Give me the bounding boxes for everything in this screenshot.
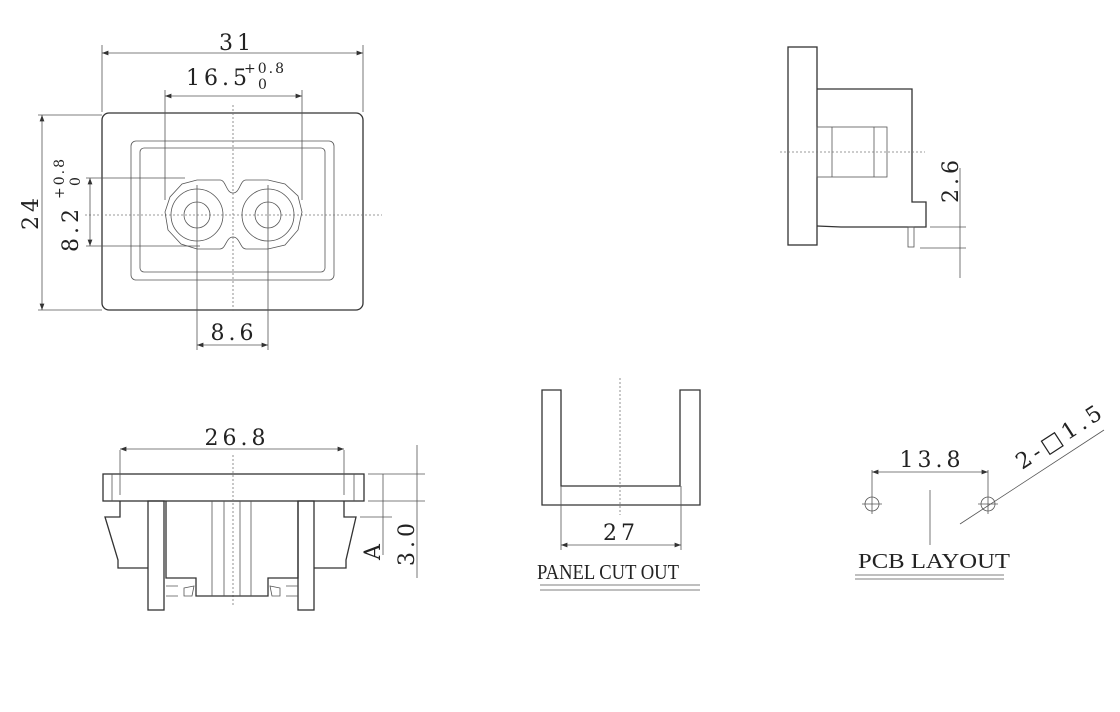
bottom-view: 26.8 A 3.0	[102, 426, 425, 611]
side-body	[816, 88, 927, 228]
hole-spec: 2-□1.5	[1012, 399, 1111, 475]
dim-pin-length: 2.6	[939, 156, 964, 203]
dim-pin-height-tol-upper: +0.8	[52, 157, 68, 199]
dim-flange-width: 26.8	[205, 426, 270, 451]
left-leg	[147, 500, 165, 611]
pcb-layout-view: 13.8 2-□1.5 PCB LAYOUT	[855, 399, 1111, 580]
pcb-layout-title: PCB LAYOUT	[858, 549, 1010, 573]
dim-pin-pitch: 8.6	[211, 321, 258, 346]
label-a: A	[361, 540, 386, 561]
socket-outline	[164, 179, 303, 250]
side-view: 2.6	[780, 46, 966, 278]
side-pin	[907, 226, 915, 248]
dim-pin-height-tol-lower: 0	[68, 175, 84, 186]
dim-pin-span-tol-upper: +0.8	[244, 61, 286, 77]
dim-depth: 3.0	[395, 519, 420, 566]
inner-recess	[139, 147, 326, 273]
dim-height: 24	[19, 194, 44, 230]
inner-frame	[130, 140, 335, 281]
side-flange	[787, 46, 818, 246]
dim-pin-span: 16.5	[186, 66, 251, 91]
panel-cutout-title: PANEL CUT OUT	[537, 560, 679, 584]
dim-cutout-width: 27	[603, 521, 639, 546]
dim-hole-spacing: 13.8	[900, 448, 965, 473]
bottom-flange	[102, 473, 365, 502]
dim-width: 31	[219, 31, 255, 56]
cutout-outline	[541, 389, 701, 506]
outer-housing	[101, 112, 364, 311]
front-view: 31 16.5 +0.8 0 24 8.2 +0.8 0 8.6	[19, 31, 382, 350]
right-leg	[297, 500, 315, 611]
dim-pin-height: 8.2	[59, 205, 84, 252]
dim-pin-span-tol-lower: 0	[258, 77, 269, 93]
panel-cutout-view: 27 PANEL CUT OUT	[537, 378, 701, 591]
